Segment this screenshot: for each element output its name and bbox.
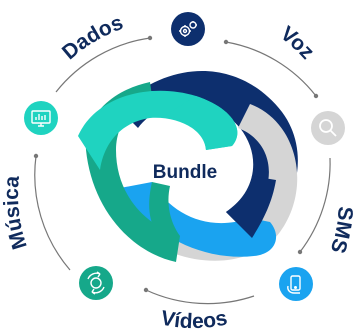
label-dados-text: Dados (58, 11, 126, 64)
ring-arc-right (299, 157, 331, 253)
label-videos: Vídeos (159, 307, 229, 329)
ring-arc-top-left (55, 37, 151, 93)
node-monitor (24, 101, 58, 135)
ring-arc-top-right (225, 41, 317, 97)
label-musica: Música (0, 175, 32, 252)
ring-dot (223, 39, 229, 45)
ring-dot (147, 35, 153, 41)
node-mobile (279, 267, 313, 301)
label-voz-text: Voz (276, 22, 319, 64)
ring-dot (33, 153, 39, 159)
ribbon-teal-front (164, 96, 238, 150)
node-monitor-circle (24, 101, 58, 135)
ring-dot (313, 93, 319, 99)
node-settings (171, 12, 205, 46)
label-musica-text: Música (0, 175, 32, 252)
ring-dot (143, 287, 149, 293)
ribbon-green-front (149, 182, 180, 236)
ring-dots (33, 35, 319, 293)
ring-arc-left (34, 155, 71, 271)
label-voz: Voz (276, 22, 319, 64)
magnifier-icon (319, 119, 337, 137)
ribbon-navy-front (226, 176, 276, 238)
node-recycle (79, 266, 113, 300)
monitor-chart-icon (31, 110, 51, 127)
gear-arrows-icon (87, 271, 105, 295)
node-recycle-circle (79, 266, 113, 300)
center-label: Bundle (153, 162, 217, 183)
ring-dot (297, 249, 303, 255)
label-dados: Dados (58, 11, 126, 64)
outer-ring (34, 37, 331, 305)
node-search (311, 111, 345, 145)
label-sms-text: SMS (326, 206, 354, 256)
node-search-circle (311, 111, 345, 145)
node-settings-circle (171, 12, 205, 46)
label-videos-text: Vídeos (159, 307, 229, 329)
label-sms: SMS (326, 206, 354, 256)
node-mobile-circle (279, 267, 313, 301)
ribbon-knot (78, 70, 298, 262)
gears-icon (179, 21, 197, 37)
ring-arc-bottom (145, 289, 255, 305)
phone-hand-icon (287, 275, 301, 294)
